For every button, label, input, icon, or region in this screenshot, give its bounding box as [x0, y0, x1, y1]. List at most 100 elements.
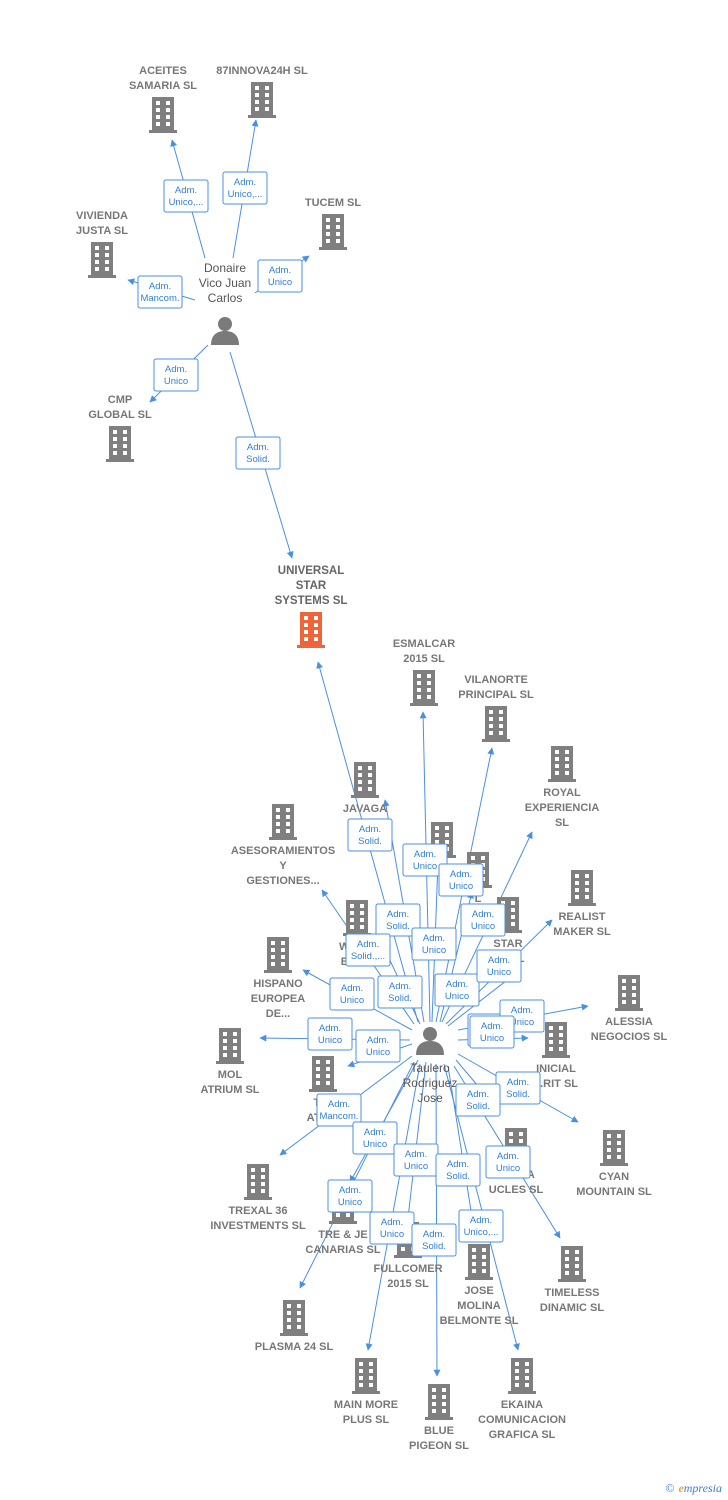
edge-label-taulero-to-cyan[interactable]: Adm.Solid.	[495, 1071, 541, 1105]
edge-label-text: Adm.	[450, 869, 472, 880]
edge-label-taulero-to-treje[interactable]: Adm.Unico	[352, 1121, 398, 1155]
building-icon	[264, 937, 292, 973]
edge-label-text: Unico,...	[169, 197, 204, 208]
edge-label-box	[347, 818, 393, 852]
edge-label-donaire-to-universal[interactable]: Adm.Solid.	[235, 436, 281, 470]
edge-label-taulero-to-nueva[interactable]: Adm.Solid.	[455, 1083, 501, 1117]
edge-label-taulero-to-mol[interactable]: Adm.Unico	[307, 1017, 353, 1051]
company-node-hispano[interactable]: HISPANOEUROPEADE...	[251, 937, 305, 1020]
edge-label-text: Adm.	[423, 933, 445, 944]
company-node-inicial[interactable]: INICIAL...RIT SL	[534, 1022, 578, 1090]
edge-label-taulero-to-ti[interactable]: Adm.Unico	[355, 1029, 401, 1063]
edge-label-taulero-to-vilanorte[interactable]: Adm.Unico	[438, 863, 484, 897]
company-node-plasma[interactable]: PLASMA 24 SL	[255, 1300, 334, 1353]
building-icon	[542, 1022, 570, 1058]
company-node-l[interactable]: L	[464, 852, 492, 905]
edge-label-taulero-to-universal[interactable]: Adm.Solid.	[347, 818, 393, 852]
edge-label-donaire-to-cmp[interactable]: Adm.Unico	[153, 358, 199, 392]
edge-label-taulero-to-blue[interactable]: Adm.Solid.	[411, 1223, 457, 1257]
company-name-line: DE...	[266, 1008, 290, 1020]
edge-label-taulero-to-mainmore[interactable]: Adm.Unico	[369, 1211, 415, 1245]
building-icon	[297, 612, 325, 648]
company-name-line: FULLCOMER	[373, 1263, 442, 1275]
edge-label-text: Unico	[164, 376, 188, 387]
building-icon	[615, 975, 643, 1011]
building-icon	[508, 1358, 536, 1394]
edge-label-text: Adm.	[470, 1215, 492, 1226]
edge-label-taulero-to-javaga[interactable]: Adm.Solid.	[375, 903, 421, 937]
edge-label-taulero-to-royal[interactable]: Adm.Unico	[460, 903, 506, 937]
building-icon	[558, 1246, 586, 1282]
edge-label-box	[235, 436, 281, 470]
edge-label-box	[222, 171, 268, 205]
company-name-line: MOUNTAIN SL	[576, 1186, 652, 1198]
edge-label-text: Adm.	[269, 265, 291, 276]
company-name-line: ESMALCAR	[393, 638, 455, 650]
edge-label-text: Solid.	[358, 836, 382, 847]
company-name-line: PRINCIPAL SL	[458, 689, 534, 701]
edge-label-taulero-to-inicial[interactable]: Adm.Unico	[469, 1015, 515, 1049]
edge-label-text: Adm.	[175, 185, 197, 196]
edge-label-taulero-to-asesor[interactable]: Adm.Solid.,...	[345, 933, 391, 967]
company-name-line: SYSTEMS SL	[275, 595, 348, 607]
edge-label-donaire-to-tucem[interactable]: Adm.Unico	[257, 259, 303, 293]
edge-label-text: Adm.	[341, 983, 363, 994]
company-name-line: TUCEM SL	[305, 197, 362, 209]
edge-label-taulero-to-jose[interactable]: Adm.Solid.	[435, 1153, 481, 1187]
edge-label-taulero-to-wonder[interactable]: Adm.Solid.	[377, 975, 423, 1009]
edge-label-taulero-to-realist[interactable]: Adm.Unico	[476, 949, 522, 983]
edge-label-text: Solid.,...	[351, 951, 385, 962]
edge-label-text: Adm.	[423, 1229, 445, 1240]
edge-label-text: Solid.	[246, 454, 270, 465]
company-node-asesor[interactable]: ASESORAMIENTOSYGESTIONES...	[231, 804, 335, 887]
edge-label-text: Unico	[496, 1163, 520, 1174]
edge-label-text: Unico	[404, 1161, 428, 1172]
edge-label-donaire-to-vivienda[interactable]: Adm.Mancom.	[137, 275, 183, 309]
edge-label-taulero-to-esmalcar[interactable]: Adm.Unico	[402, 843, 448, 877]
edge-label-text: Adm.	[165, 364, 187, 375]
edge-label-taulero-to-timeless[interactable]: Adm.Unico	[485, 1145, 531, 1179]
edge-label-donaire-to-innova[interactable]: Adm.Unico,...	[222, 171, 268, 205]
edge-label-taulero-to-plasma[interactable]: Adm.Unico	[327, 1179, 373, 1213]
edge-label-taulero-to-es[interactable]: Adm.Unico	[411, 927, 457, 961]
edge-label-taulero-to-hispano[interactable]: Adm.Unico	[329, 977, 375, 1011]
footer-brand[interactable]: ©empresia	[665, 1481, 722, 1496]
edge-label-text: Adm.	[339, 1185, 361, 1196]
edge-label-box	[411, 1223, 457, 1257]
building-icon	[309, 1056, 337, 1092]
company-name-line: PIGEON SL	[409, 1440, 469, 1452]
building-icon	[244, 1164, 272, 1200]
edge-label-text: Unico	[268, 277, 292, 288]
edge-label-taulero-to-l[interactable]: Adm.Unico	[434, 973, 480, 1007]
edge-label-taulero-to-fullcomer[interactable]: Adm.Unico	[393, 1143, 439, 1177]
company-node-innova[interactable]: 87INNOVA24H SL	[216, 65, 308, 118]
company-name-line: BELMONTE SL	[440, 1315, 519, 1327]
edge-label-donaire-to-aceites[interactable]: Adm.Unico,...	[163, 179, 209, 213]
edge-label-taulero-to-trexal[interactable]: Adm.Mancom.	[316, 1093, 362, 1127]
edge-label-taulero-to-ekaina[interactable]: Adm.Unico,...	[458, 1209, 504, 1243]
company-node-tucem[interactable]: TUCEM SL	[305, 197, 362, 250]
company-name-line: CMP	[108, 394, 132, 406]
